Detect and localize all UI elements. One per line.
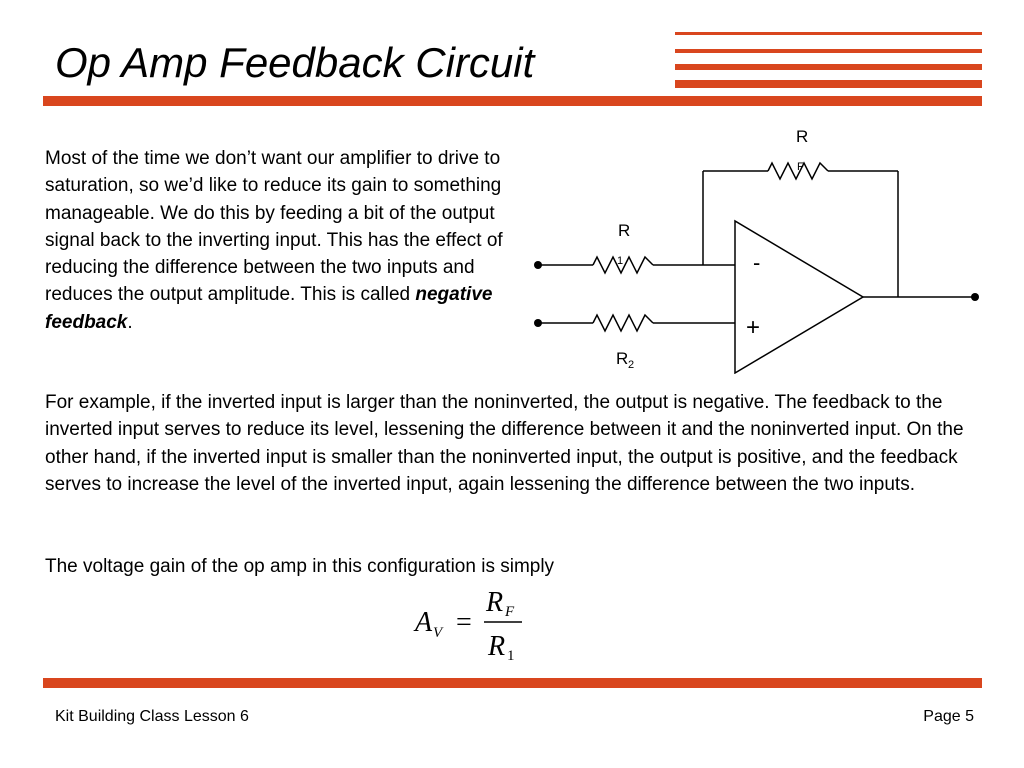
footer-course-label: Kit Building Class Lesson 6 — [55, 708, 249, 725]
op-amp-triangle — [734, 219, 865, 374]
resistor-r2 — [592, 313, 654, 333]
noninverting-sign: + — [746, 314, 760, 341]
stripe-3 — [675, 64, 982, 70]
inverting-sign: - — [753, 250, 760, 275]
intro-text: Most of the time we don’t want our ampli… — [45, 148, 503, 306]
op-amp-circuit-diagram: R F R 1 R 2 - + — [534, 127, 979, 374]
eq-equals: = — [456, 607, 472, 638]
eq-lhs-sub: V — [433, 625, 444, 641]
intro-paragraph: Most of the time we don’t want our ampli… — [45, 145, 505, 336]
title-rule — [43, 96, 982, 106]
footer-rule — [43, 678, 982, 688]
eq-denominator-sub: 1 — [507, 648, 515, 664]
footer-page-number: Page 5 — [923, 708, 974, 725]
intro-emphasis: negative feedback — [45, 284, 493, 333]
gain-equation: A V = R F R 1 — [413, 587, 522, 664]
input-terminal-2 — [534, 319, 542, 327]
eq-numerator-letter: R — [485, 587, 503, 618]
eq-lhs-letter: A — [413, 607, 433, 638]
eq-denominator-letter: R — [487, 631, 505, 662]
intro-end: . — [127, 311, 133, 333]
resistor-rf — [767, 161, 829, 181]
r1-label-sub: 1 — [617, 255, 623, 267]
rf-label-sub: F — [797, 161, 804, 173]
eq-numerator-sub: F — [504, 604, 515, 620]
r2-label-letter: R — [616, 349, 628, 368]
slide-title: Op Amp Feedback Circuit — [55, 39, 535, 86]
stripe-1 — [675, 32, 982, 35]
input-terminal-1 — [534, 261, 542, 269]
paragraph-example: For example, if the inverted input is la… — [45, 392, 964, 495]
resistor-r1 — [592, 255, 654, 275]
r1-label-letter: R — [618, 221, 630, 240]
stripe-2 — [675, 49, 982, 53]
output-terminal — [971, 293, 979, 301]
stripe-4 — [675, 80, 982, 88]
paragraph-gain-intro: The voltage gain of the op amp in this c… — [45, 556, 555, 577]
rf-label-letter: R — [796, 127, 808, 146]
r2-label-sub: 2 — [628, 359, 634, 371]
